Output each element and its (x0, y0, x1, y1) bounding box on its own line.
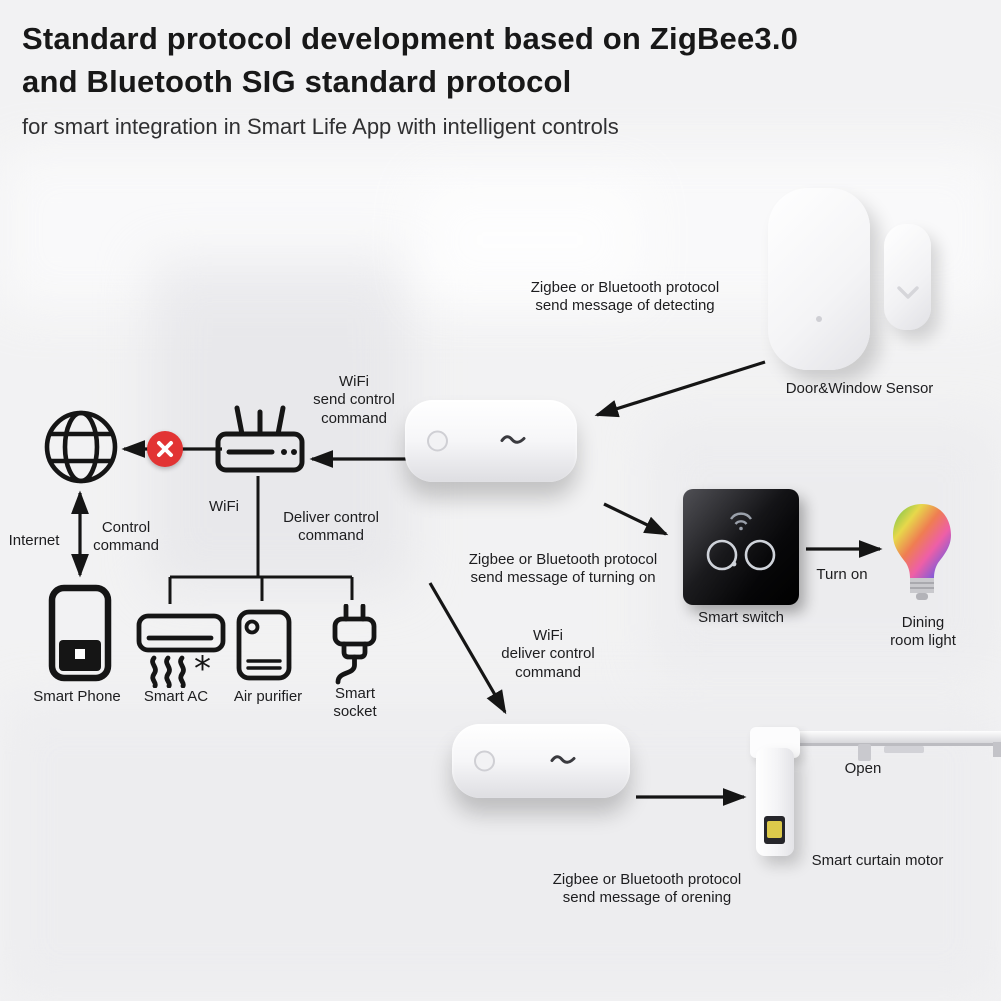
caption-turning-on: Zigbee or Bluetooth protocol send messag… (468, 551, 658, 587)
label-curtain-motor: Smart curtain motor (811, 852, 944, 869)
label-smart-switch: Smart switch (698, 609, 784, 626)
gateway-logo (500, 432, 528, 451)
caption-wifi-send: WiFi send control command (313, 373, 395, 427)
label-smart-ac: Smart AC (143, 688, 209, 705)
motor-screen-display (767, 821, 782, 838)
gateway-button (474, 750, 495, 772)
curtain-rail (750, 731, 1001, 746)
smart-socket-icon (326, 604, 382, 686)
door-window-sensor-body (768, 188, 870, 370)
label-door-sensor: Door&Window Sensor (785, 380, 934, 397)
label-internet: Internet (8, 532, 60, 549)
header: Standard protocol development based on Z… (22, 18, 982, 140)
svg-text:*: * (194, 649, 211, 688)
wifi-router-icon (214, 402, 306, 476)
page-title: Standard protocol development based on Z… (22, 21, 799, 99)
caption-detecting: Zigbee or Bluetooth protocol send messag… (530, 279, 720, 315)
gateway-hub-2 (452, 724, 630, 798)
curtain-motor-device (756, 748, 794, 856)
arrow-sensor-to-gateway (594, 360, 766, 418)
label-dining-light: Dining room light (890, 614, 956, 650)
blocked-x-icon (147, 431, 183, 467)
caption-wifi-deliver: WiFi deliver control command (501, 627, 595, 681)
switch-face (706, 512, 776, 571)
arrow-gateway-to-gateway2 (428, 582, 507, 715)
curtain-rail-clip (858, 744, 871, 761)
gateway-logo (550, 752, 578, 771)
smart-ac-icon: * (136, 608, 228, 688)
caption-orening: Zigbee or Bluetooth protocol send messag… (552, 871, 742, 907)
label-wifi: WiFi (209, 498, 239, 515)
page-subtitle: for smart integration in Smart Life App … (22, 113, 619, 139)
label-smart-socket: Smart socket (333, 685, 377, 721)
label-smart-phone: Smart Phone (33, 688, 121, 705)
air-purifier-icon (234, 606, 294, 684)
door-window-sensor-magnet (884, 224, 931, 330)
internet-globe-icon (42, 408, 120, 486)
motor-screen (764, 816, 785, 844)
label-air-purifier: Air purifier (233, 688, 303, 705)
caption-deliver-control: Deliver control command (283, 509, 379, 545)
sensor-led (816, 316, 822, 322)
label-turn-on: Turn on (816, 566, 868, 583)
gateway-hub-1 (405, 400, 577, 482)
curtain-rail-clip (884, 746, 924, 753)
caption-control-command: Control command (93, 519, 159, 555)
chevron-icon (897, 286, 919, 299)
arrow-gateway-to-switch (603, 502, 669, 536)
curtain-rail-endcap (993, 742, 1001, 757)
rgb-bulb-icon (888, 498, 956, 610)
router-device-bracket (168, 476, 354, 604)
smart-phone-icon (45, 583, 115, 683)
label-open: Open (844, 760, 882, 777)
gateway-button (427, 430, 448, 452)
smart-switch-device (683, 489, 799, 605)
